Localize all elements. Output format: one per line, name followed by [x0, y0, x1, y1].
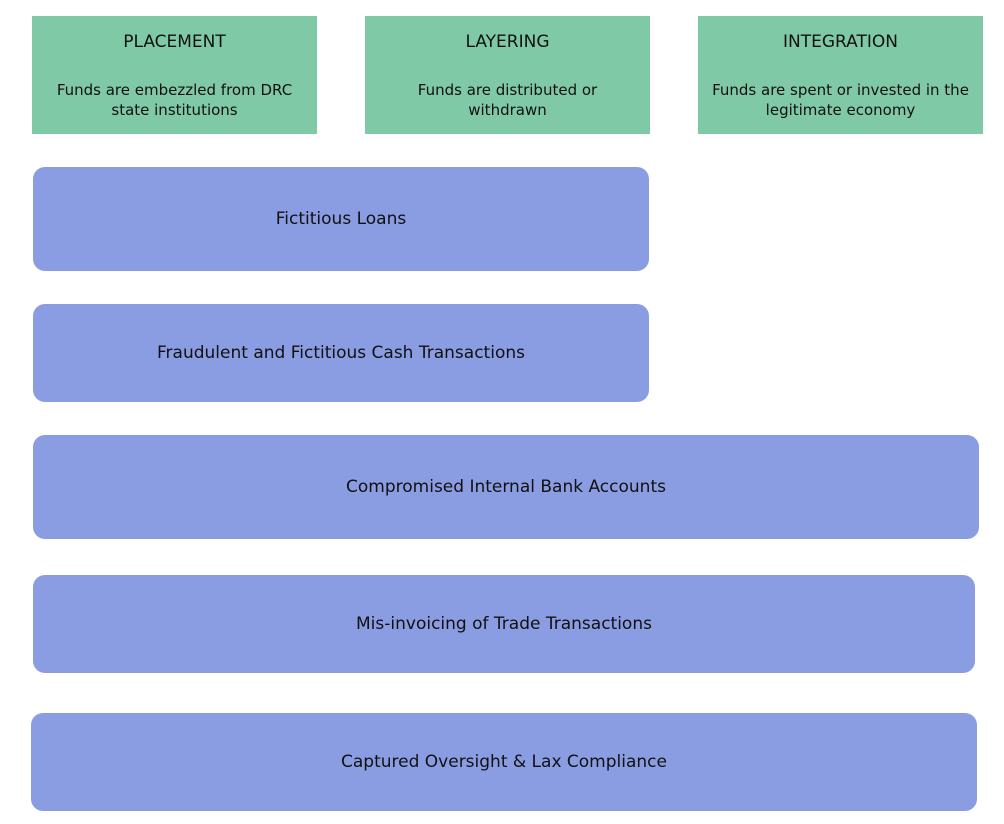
stage-description: Funds are distributed or withdrawn — [417, 81, 598, 119]
stage-title: INTEGRATION — [783, 32, 898, 52]
stage-description: Funds are embezzled from DRC state insti… — [56, 81, 293, 119]
stage-placement: PLACEMENT Funds are embezzled from DRC s… — [32, 16, 317, 134]
stage-integration: INTEGRATION Funds are spent or invested … — [698, 16, 983, 134]
method-bar-fictitious-loans: Fictitious Loans — [33, 167, 649, 271]
method-bar-captured-oversight: Captured Oversight & Lax Compliance — [31, 713, 977, 811]
method-label: Mis-invoicing of Trade Transactions — [356, 614, 652, 634]
method-label: Compromised Internal Bank Accounts — [346, 477, 666, 497]
method-label: Fraudulent and Fictitious Cash Transacti… — [157, 343, 525, 363]
method-bar-trade-misinvoicing: Mis-invoicing of Trade Transactions — [33, 575, 975, 673]
stage-title: LAYERING — [465, 32, 550, 52]
stage-title: PLACEMENT — [123, 32, 226, 52]
method-label: Fictitious Loans — [275, 209, 407, 229]
stage-description: Funds are spent or invested in the legit… — [712, 81, 969, 119]
method-label: Captured Oversight & Lax Compliance — [341, 752, 667, 772]
method-bar-cash-transactions: Fraudulent and Fictitious Cash Transacti… — [33, 304, 649, 402]
method-bar-internal-bank-accounts: Compromised Internal Bank Accounts — [33, 435, 979, 539]
stage-layering: LAYERING Funds are distributed or withdr… — [365, 16, 650, 134]
